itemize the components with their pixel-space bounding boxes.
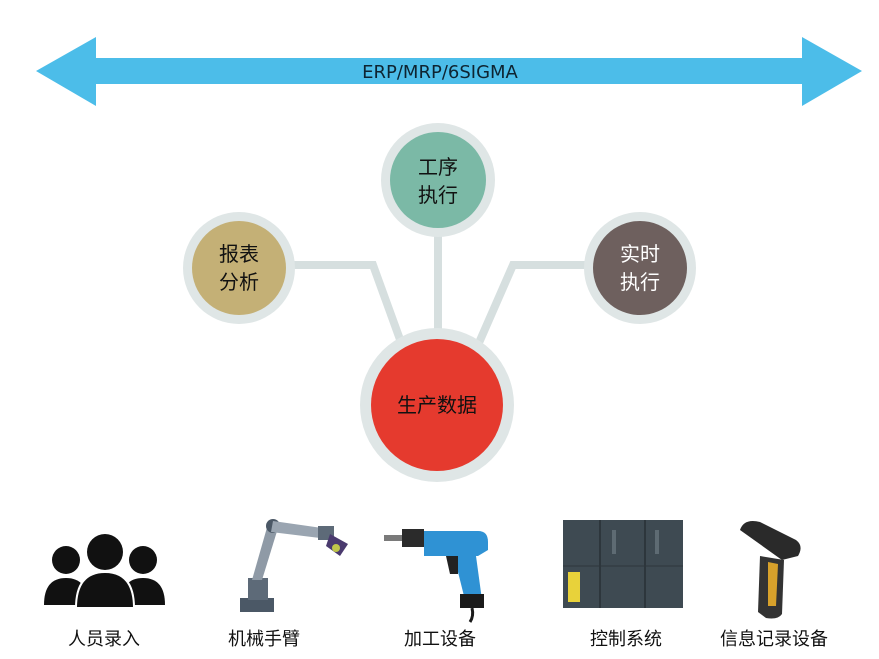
device-label-robot-arm: 机械手臂	[228, 629, 300, 650]
report-label-line2: 分析	[219, 270, 259, 294]
device-label-control-system: 控制系统	[590, 629, 662, 650]
device-labels: 人员录入 机械手臂 加工设备 控制系统 信息记录设备	[68, 629, 828, 650]
device-label-machining: 加工设备	[404, 629, 476, 650]
realtime-label-line2: 执行	[620, 270, 660, 294]
robot-arm-icon	[240, 519, 348, 612]
process-label-line2: 执行	[418, 183, 458, 207]
node-production-data: 生产数据	[360, 328, 514, 482]
device-label-personnel: 人员录入	[68, 629, 140, 650]
realtime-label-line1: 实时	[620, 242, 660, 266]
report-label-line1: 报表	[219, 242, 259, 266]
barcode-scanner-icon	[740, 521, 801, 619]
banner-title: ERP/MRP/6SIGMA	[362, 62, 518, 83]
control-panel-icon	[563, 520, 683, 608]
process-label-line1: 工序	[418, 155, 458, 179]
center-label: 生产数据	[397, 393, 477, 417]
device-label-info-recorder: 信息记录设备	[720, 629, 828, 650]
double-arrow-shape	[36, 37, 862, 106]
node-realtime-execution: 实时 执行	[584, 212, 696, 324]
banner-arrow: ERP/MRP/6SIGMA	[36, 37, 862, 106]
connector-report	[264, 261, 406, 349]
node-process-execution: 工序 执行	[381, 123, 495, 237]
node-report-analysis: 报表 分析	[183, 212, 295, 324]
connectors	[264, 218, 606, 349]
people-icon	[44, 534, 165, 609]
connector-realtime	[474, 261, 606, 349]
drill-icon	[384, 529, 488, 623]
